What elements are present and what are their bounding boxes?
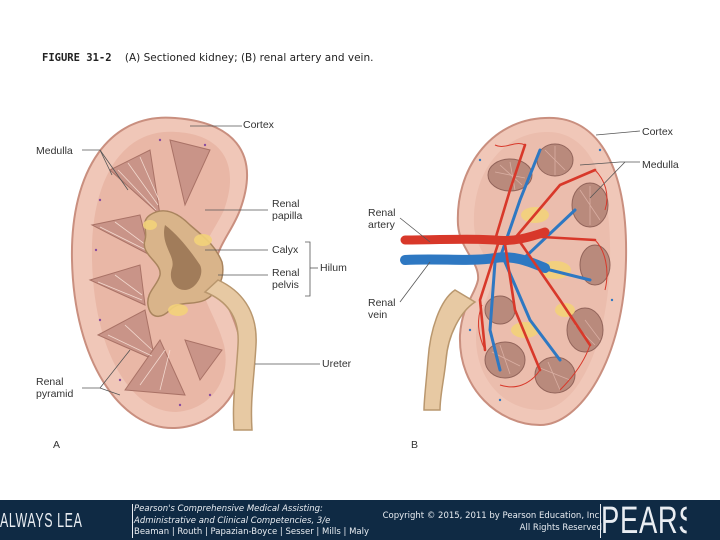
- label-b-cortex: Cortex: [642, 126, 673, 138]
- label-a-renal-pelvis-line1: Renal: [272, 267, 300, 279]
- footer-tagline: ALWAYS LEARNING: [0, 510, 82, 532]
- label-b-medulla: Medulla: [642, 159, 679, 171]
- label-a-ureter: Ureter: [322, 358, 352, 370]
- footer-book-title-line2: Administrative and Clinical Competencies…: [134, 515, 331, 526]
- kidney-a-drawing: [70, 116, 257, 431]
- footer-divider-left: [132, 504, 133, 538]
- panel-b-letter: B: [411, 439, 419, 451]
- footer-rights: All Rights Reserved: [519, 523, 602, 533]
- kidney-b-ureter: [423, 289, 477, 411]
- label-a-medulla: Medulla: [36, 145, 73, 157]
- label-a-renal-pelvis: Renal pelvis: [272, 267, 299, 291]
- label-a-hilum: Hilum: [320, 262, 347, 274]
- pearson-logo: PEARSON: [601, 502, 687, 540]
- label-b-renal-artery: Renal artery: [368, 207, 395, 231]
- label-b-renal-artery-line1: Renal: [368, 207, 396, 219]
- label-a-renal-papilla-line1: Renal: [272, 198, 300, 210]
- renal-vein: [400, 252, 550, 273]
- label-a-calyx: Calyx: [272, 244, 299, 256]
- label-b-renal-artery-line2: artery: [368, 219, 395, 231]
- label-b-renal-vein-line1: Renal: [368, 297, 396, 309]
- label-a-renal-pyramid-line1: Renal: [36, 376, 64, 388]
- label-a-renal-pyramid-line2: pyramid: [36, 388, 74, 400]
- kidney-a-ureter: [203, 279, 257, 431]
- footer-book-info: Pearson's Comprehensive Medical Assistin…: [134, 504, 369, 539]
- figure-number: FIGURE 31-2: [42, 52, 112, 64]
- footer-copyright-block: Copyright © 2015, 2011 by Pearson Educat…: [383, 510, 602, 534]
- label-b-renal-vein-line2: vein: [368, 309, 388, 321]
- label-a-renal-pyramid: Renal pyramid: [36, 376, 73, 400]
- kidney-b-drawing: [400, 116, 628, 427]
- label-a-renal-pelvis-line2: pelvis: [272, 279, 299, 291]
- footer-authors: Beaman | Routh | Papazian-Boyce | Sesser…: [134, 527, 370, 537]
- label-a-cortex: Cortex: [243, 119, 274, 131]
- label-b-renal-vein: Renal vein: [368, 297, 395, 321]
- figure-caption: FIGURE 31-2 (A) Sectioned kidney; (B) re…: [42, 52, 373, 64]
- footer-divider-right: [600, 504, 601, 538]
- label-a-renal-papilla: Renal papilla: [272, 198, 302, 222]
- label-a-renal-papilla-line2: papilla: [272, 210, 303, 222]
- footer-copyright: Copyright © 2015, 2011 by Pearson Educat…: [382, 511, 602, 521]
- panel-a-letter: A: [53, 439, 61, 451]
- footer-book-title-line1: Pearson's Comprehensive Medical Assistin…: [134, 504, 323, 514]
- figure-caption-text: (A) Sectioned kidney; (B) renal artery a…: [124, 52, 374, 64]
